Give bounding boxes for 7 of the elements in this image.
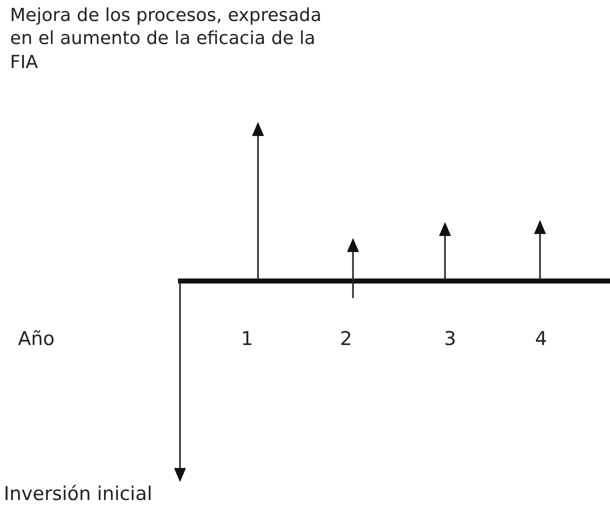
year-number: 2 (340, 327, 352, 352)
year-number: 4 (534, 327, 548, 352)
year-number: 1 (240, 327, 254, 352)
benefit-caption: Mejora de los procesos, expresada en el aumento de la eficacia de la FIA (10, 4, 323, 74)
investment-caption: Inversión inicial (4, 482, 152, 507)
year-number: 3 (444, 327, 456, 352)
axis-label: Año (18, 327, 55, 352)
